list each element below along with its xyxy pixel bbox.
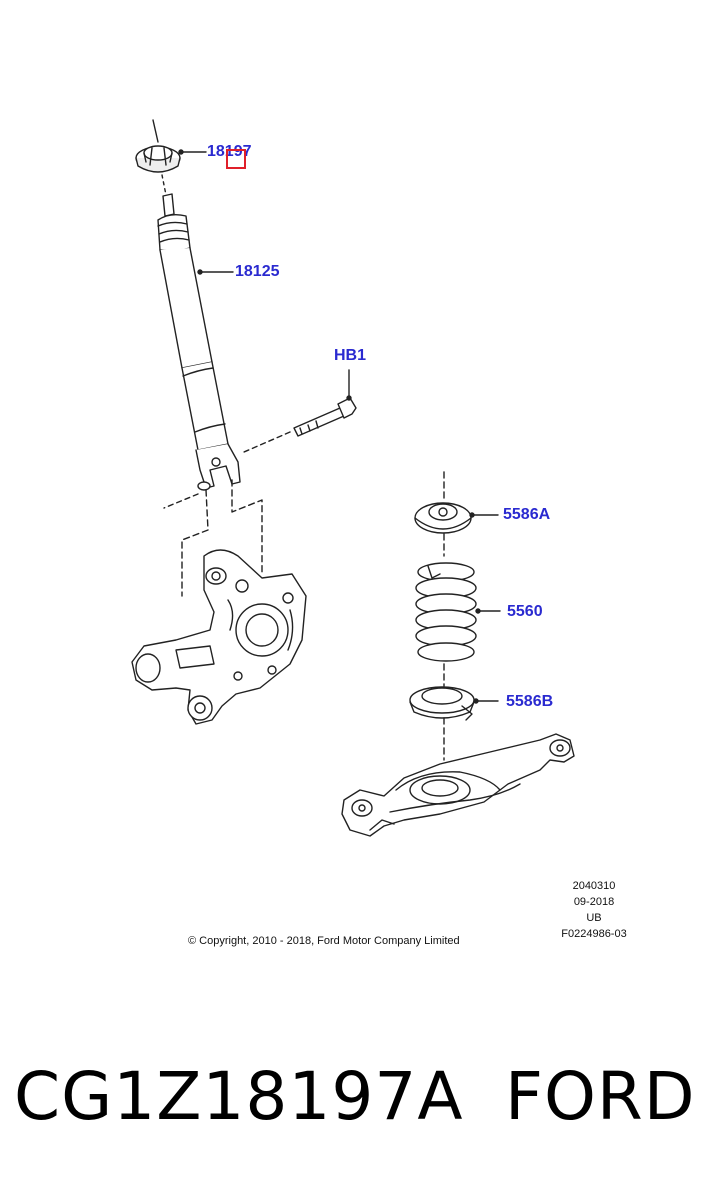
- lower-seat-illustration: [409, 686, 499, 721]
- coil-spring-illustration: [415, 562, 501, 662]
- meta-date: 09-2018: [573, 896, 615, 908]
- bolt-illustration: [163, 369, 357, 509]
- control-arm-illustration: [341, 733, 575, 837]
- callout-mount: 18197: [207, 143, 252, 160]
- brand-caption: FORD: [505, 1058, 696, 1135]
- callout-lower-seat: 5586B: [506, 693, 554, 710]
- diagram-meta: 2040310 09-2018 UB F0224986-03: [556, 878, 632, 942]
- meta-code: 2040310: [572, 880, 616, 892]
- callout-spring: 5560: [507, 603, 543, 620]
- callout-upper-seat: 5586A: [503, 506, 551, 523]
- copyright-notice: © Copyright, 2010 - 2018, Ford Motor Com…: [188, 935, 460, 947]
- meta-region: UB: [586, 912, 602, 924]
- knuckle-guide-lines: [181, 479, 263, 597]
- callout-shock: 18125: [235, 263, 280, 280]
- upper-seat-illustration: [414, 502, 499, 534]
- exploded-parts-diagram: [131, 119, 575, 837]
- selection-highlight-box: [226, 149, 246, 169]
- callout-bolt: HB1: [334, 347, 367, 364]
- shock-mount-illustration: [135, 145, 207, 173]
- mount-centerline: [152, 119, 159, 143]
- shock-absorber-illustration: [157, 193, 241, 491]
- knuckle-illustration: [131, 549, 307, 725]
- mount-axis: [161, 174, 167, 196]
- part-number-caption: CG1Z18197A: [14, 1058, 464, 1135]
- meta-ref: F0224986-03: [561, 928, 627, 940]
